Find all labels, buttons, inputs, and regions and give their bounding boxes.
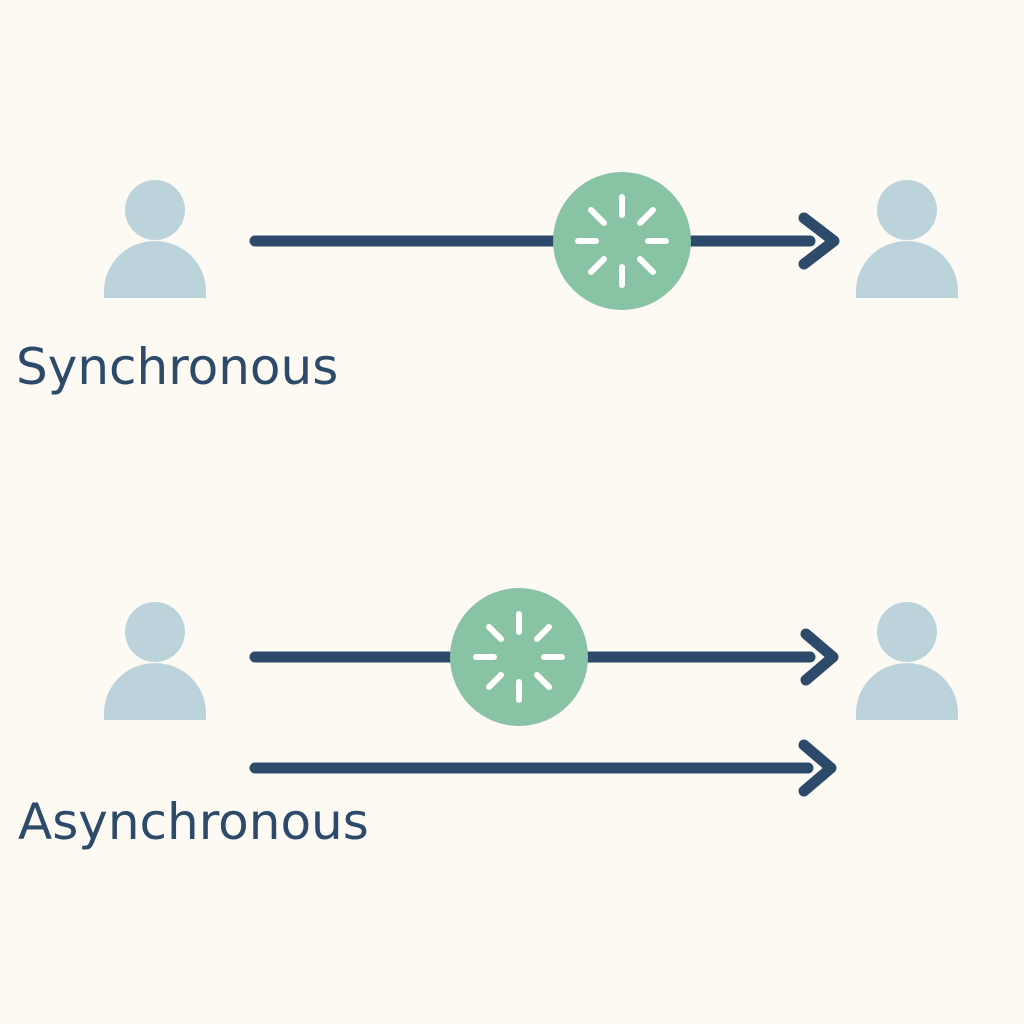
async-sender-user-icon [104,602,206,720]
async-loading-spinner-icon [450,588,588,726]
async-response-arrow [249,739,837,797]
sync-receiver-user-icon [856,180,958,298]
sync-loading-spinner-icon [553,172,691,310]
asynchronous-label: Asynchronous [18,793,369,851]
synchronous-label: Synchronous [16,338,339,396]
sync-message-arrow [249,212,840,270]
sync-sender-user-icon [104,180,206,298]
async-receiver-user-icon [856,602,958,720]
